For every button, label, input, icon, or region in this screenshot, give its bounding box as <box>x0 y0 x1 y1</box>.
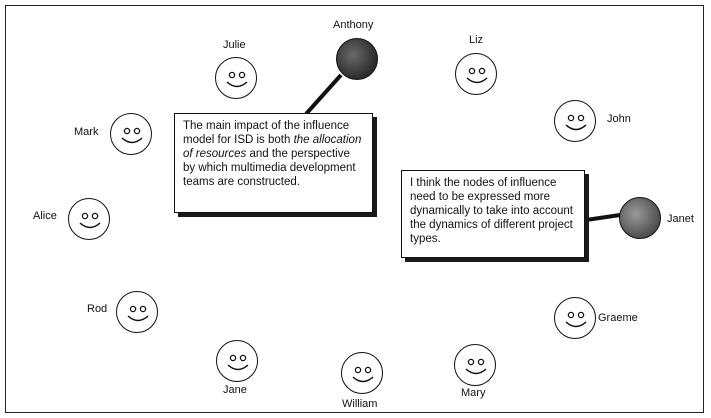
anthony-node <box>336 38 378 80</box>
name-jane: Jane <box>223 384 247 396</box>
callout-anthony-text-start: The main impact of the influence model f… <box>183 120 350 147</box>
name-julie: Julie <box>223 39 246 51</box>
person-graeme <box>554 297 598 341</box>
person-liz <box>455 53 499 97</box>
name-mary: Mary <box>461 387 486 399</box>
person-anthony <box>336 38 380 82</box>
smiley-face-icon <box>554 297 596 339</box>
name-liz: Liz <box>469 34 484 46</box>
name-janet: Janet <box>667 213 694 225</box>
person-mary <box>454 344 498 388</box>
name-william: William <box>342 398 378 410</box>
smiley-face-icon <box>110 113 152 155</box>
person-william <box>341 352 385 396</box>
smiley-face-icon <box>341 352 383 394</box>
callout-anthony: The main impact of the influence model f… <box>174 113 373 213</box>
janet-node <box>619 197 661 239</box>
name-john: John <box>607 113 631 125</box>
smiley-face-icon <box>554 100 596 142</box>
smiley-face-icon <box>116 291 158 333</box>
smiley-face-icon <box>455 53 497 95</box>
person-janet <box>619 197 663 241</box>
person-jane <box>216 340 260 384</box>
person-john <box>554 100 598 144</box>
person-alice <box>68 198 112 242</box>
person-mark <box>110 113 154 157</box>
callout-anthony-text-end: and the perspective by which multimedia … <box>183 148 356 189</box>
name-alice: Alice <box>33 210 57 222</box>
smiley-face-icon <box>216 340 258 382</box>
smiley-face-icon <box>68 198 110 240</box>
callout-anthony-text-emphasis: the allocation of resources <box>183 134 362 161</box>
name-rod: Rod <box>87 303 108 315</box>
callout-janet: I think the nodes of influence need to b… <box>401 170 585 258</box>
name-graeme: Graeme <box>598 312 638 324</box>
connector-anthony <box>304 73 343 116</box>
person-rod <box>116 291 160 335</box>
person-julie <box>215 57 259 101</box>
name-anthony: Anthony <box>333 19 374 31</box>
smiley-face-icon <box>215 57 257 99</box>
smiley-face-icon <box>454 344 496 386</box>
connector-janet <box>585 213 621 222</box>
name-mark: Mark <box>74 126 99 138</box>
callout-janet-text: I think the nodes of influence need to b… <box>410 177 574 246</box>
